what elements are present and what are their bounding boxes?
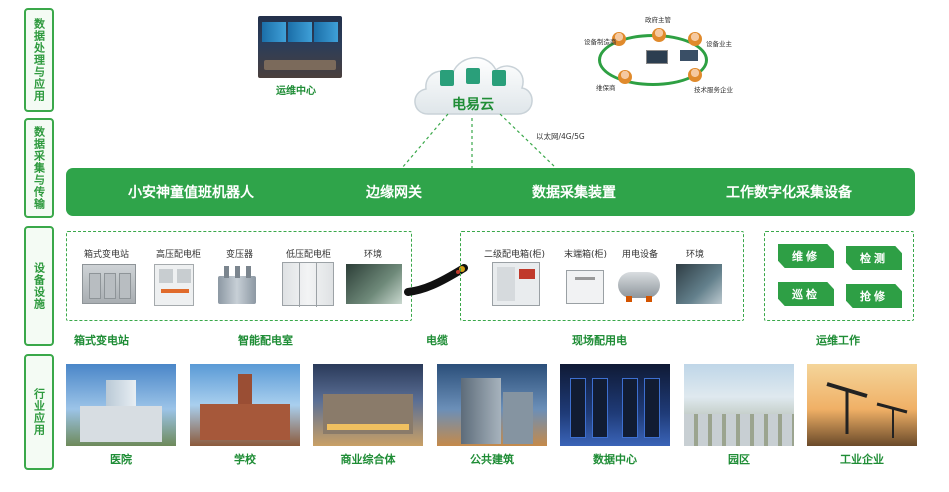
side-label-text: 数据处理与应用 xyxy=(32,18,46,102)
site-power-label: 现场配用电 xyxy=(572,334,627,347)
hospital-photo xyxy=(66,364,176,446)
side-label-text: 设备设施 xyxy=(32,262,46,310)
industrial-enterprise-photo xyxy=(807,364,917,446)
side-label-text: 数据采集与传输 xyxy=(32,126,46,210)
maintenance-label: 运维工作 xyxy=(816,334,860,347)
data-center-photo xyxy=(560,364,670,446)
tag-repair: 维修 xyxy=(778,244,834,268)
bar-item-gateway: 边缘网关 xyxy=(366,185,422,201)
substation-group xyxy=(66,231,412,321)
industry-label-school: 学校 xyxy=(234,453,256,466)
side-label-industry: 行业应用 xyxy=(24,354,54,470)
bar-item-robot: 小安神童值班机器人 xyxy=(128,185,254,201)
cable-icon xyxy=(404,264,468,296)
power-equipment-image xyxy=(616,266,662,302)
cloud-icon: 电易云 xyxy=(408,44,538,122)
side-label-equipment: 设备设施 xyxy=(24,226,54,346)
gateway-bar: 小安神童值班机器人 边缘网关 数据采集装置 工作数字化采集设备 xyxy=(66,168,915,216)
stakeholder-insurer: 维保商 xyxy=(596,84,616,92)
person-icon xyxy=(612,32,626,46)
stakeholder-manufacturer: 设备制造商 xyxy=(584,38,617,46)
equipment-label: 环境 xyxy=(686,250,705,260)
transformer-image xyxy=(216,266,258,306)
industry-label-hospital: 医院 xyxy=(110,453,132,466)
bar-item-collector: 数据采集装置 xyxy=(532,185,616,201)
laptop-icon xyxy=(680,50,698,61)
tag-inspection-test: 检测 xyxy=(846,246,902,270)
hv-cabinet-image xyxy=(154,264,194,306)
person-icon xyxy=(688,68,702,82)
industry-label-data-center: 数据中心 xyxy=(593,453,637,466)
cloud-label: 电易云 xyxy=(452,97,494,113)
box-substation-image xyxy=(82,264,136,304)
equipment-label: 箱式变电站 xyxy=(84,250,130,260)
side-label-data-processing: 数据处理与应用 xyxy=(24,8,54,112)
industry-label-public-building: 公共建筑 xyxy=(470,453,514,466)
ops-center-photo xyxy=(258,16,342,78)
side-label-data-collection: 数据采集与传输 xyxy=(24,118,54,218)
tag-emergency-repair: 抢修 xyxy=(846,284,902,308)
equipment-label: 低压配电柜 xyxy=(286,250,332,260)
person-icon xyxy=(688,32,702,46)
equipment-label: 二级配电箱(柜) xyxy=(484,250,546,260)
network-label: 以太网/4G/5G xyxy=(536,132,585,141)
secondary-box-image xyxy=(492,262,540,306)
industry-label-park: 园区 xyxy=(728,453,750,466)
equipment-label: 用电设备 xyxy=(622,250,659,260)
box-substation-label: 箱式变电站 xyxy=(74,334,129,347)
equipment-label: 末端箱(柜) xyxy=(564,250,608,260)
side-label-text: 行业应用 xyxy=(32,388,46,436)
terminal-box-image xyxy=(566,270,604,304)
tag-patrol: 巡检 xyxy=(778,282,834,306)
ops-center-label: 运维中心 xyxy=(276,86,316,97)
industry-label-commercial: 商业综合体 xyxy=(340,453,396,466)
stakeholder-gov: 政府主管 xyxy=(645,16,671,24)
pumpjack-icon xyxy=(826,382,908,438)
stakeholder-owner: 设备业主 xyxy=(706,40,732,48)
bar-item-digital: 工作数字化采集设备 xyxy=(726,185,852,201)
environment-image-1 xyxy=(346,264,402,304)
site-power-group xyxy=(460,231,744,321)
cable-label: 电缆 xyxy=(426,334,448,347)
industry-label-enterprise: 工业企业 xyxy=(840,453,884,466)
equipment-label: 变压器 xyxy=(226,250,254,260)
monitor-icon xyxy=(646,50,668,64)
school-photo xyxy=(190,364,300,446)
commercial-complex-photo xyxy=(313,364,423,446)
environment-image-2 xyxy=(676,264,722,304)
equipment-label: 环境 xyxy=(364,250,383,260)
lv-cabinet-image xyxy=(282,262,334,307)
equipment-label: 高压配电柜 xyxy=(156,250,202,260)
public-building-photo xyxy=(437,364,547,446)
person-icon xyxy=(618,70,632,84)
distribution-room-label: 智能配电室 xyxy=(238,334,293,347)
maintenance-group xyxy=(764,231,914,321)
person-icon xyxy=(652,28,666,42)
stakeholder-service: 技术服务企业 xyxy=(694,86,733,94)
industrial-park-photo xyxy=(684,364,794,446)
